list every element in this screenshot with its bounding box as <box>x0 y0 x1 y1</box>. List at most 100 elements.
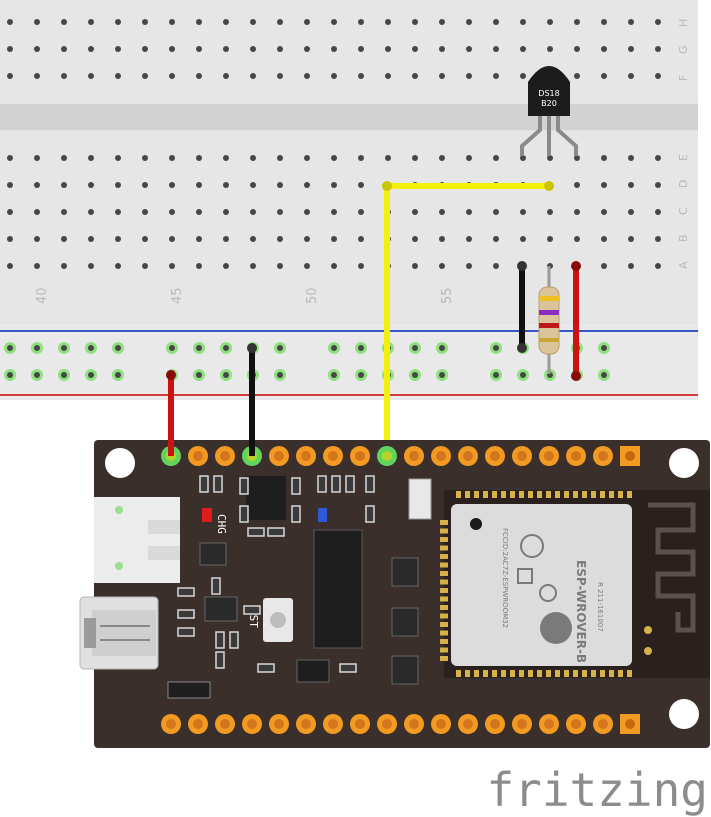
breadboard-hole[interactable] <box>142 263 148 269</box>
breadboard-hole[interactable] <box>61 46 67 52</box>
breadboard-hole[interactable] <box>601 19 607 25</box>
breadboard-hole[interactable] <box>34 155 40 161</box>
rail-hole[interactable] <box>358 372 364 378</box>
breadboard-hole[interactable] <box>412 46 418 52</box>
breadboard-hole[interactable] <box>331 263 337 269</box>
breadboard-hole[interactable] <box>358 209 364 215</box>
breadboard-hole[interactable] <box>385 19 391 25</box>
breadboard-hole[interactable] <box>142 73 148 79</box>
breadboard-hole[interactable] <box>115 155 121 161</box>
rail-hole[interactable] <box>277 345 283 351</box>
breadboard-hole[interactable] <box>196 182 202 188</box>
breadboard-hole[interactable] <box>439 236 445 242</box>
rail-hole[interactable] <box>115 372 121 378</box>
rail-hole[interactable] <box>61 372 67 378</box>
breadboard-hole[interactable] <box>223 209 229 215</box>
breadboard-hole[interactable] <box>547 19 553 25</box>
breadboard-hole[interactable] <box>439 209 445 215</box>
breadboard-hole[interactable] <box>412 155 418 161</box>
breadboard-hole[interactable] <box>34 73 40 79</box>
esp32-board[interactable]: CHG RST ESP-WROVER-B FCCID:2AC7Z-ESPWROO… <box>79 440 710 748</box>
breadboard-hole[interactable] <box>115 182 121 188</box>
breadboard-hole[interactable] <box>223 182 229 188</box>
breadboard-hole[interactable] <box>169 73 175 79</box>
breadboard-hole[interactable] <box>601 182 607 188</box>
breadboard-hole[interactable] <box>304 182 310 188</box>
breadboard-hole[interactable] <box>412 236 418 242</box>
rail-hole[interactable] <box>331 345 337 351</box>
breadboard-hole[interactable] <box>250 19 256 25</box>
breadboard-hole[interactable] <box>7 236 13 242</box>
breadboard-hole[interactable] <box>142 182 148 188</box>
breadboard-hole[interactable] <box>169 46 175 52</box>
breadboard-hole[interactable] <box>277 19 283 25</box>
breadboard-hole[interactable] <box>61 182 67 188</box>
breadboard-hole[interactable] <box>7 73 13 79</box>
breadboard-hole[interactable] <box>439 155 445 161</box>
breadboard-hole[interactable] <box>61 236 67 242</box>
breadboard-hole[interactable] <box>88 46 94 52</box>
breadboard-hole[interactable] <box>250 46 256 52</box>
breadboard-hole[interactable] <box>142 155 148 161</box>
breadboard-hole[interactable] <box>331 155 337 161</box>
breadboard-hole[interactable] <box>142 209 148 215</box>
breadboard-hole[interactable] <box>655 209 661 215</box>
breadboard-hole[interactable] <box>61 263 67 269</box>
breadboard-hole[interactable] <box>493 155 499 161</box>
rail-hole[interactable] <box>358 345 364 351</box>
breadboard-hole[interactable] <box>115 19 121 25</box>
breadboard-hole[interactable] <box>412 263 418 269</box>
rail-hole[interactable] <box>61 345 67 351</box>
breadboard-hole[interactable] <box>628 73 634 79</box>
breadboard-hole[interactable] <box>142 236 148 242</box>
breadboard-hole[interactable] <box>250 182 256 188</box>
breadboard-hole[interactable] <box>520 209 526 215</box>
breadboard-hole[interactable] <box>250 73 256 79</box>
breadboard-hole[interactable] <box>493 19 499 25</box>
breadboard-hole[interactable] <box>331 209 337 215</box>
breadboard-hole[interactable] <box>88 19 94 25</box>
breadboard-hole[interactable] <box>34 263 40 269</box>
breadboard-hole[interactable] <box>277 236 283 242</box>
rail-hole[interactable] <box>34 372 40 378</box>
breadboard-hole[interactable] <box>169 209 175 215</box>
breadboard-hole[interactable] <box>88 209 94 215</box>
breadboard-hole[interactable] <box>493 73 499 79</box>
breadboard-hole[interactable] <box>61 155 67 161</box>
rail-hole[interactable] <box>196 372 202 378</box>
rail-hole[interactable] <box>7 345 13 351</box>
rail-hole[interactable] <box>412 372 418 378</box>
breadboard-hole[interactable] <box>439 73 445 79</box>
breadboard-hole[interactable] <box>601 46 607 52</box>
rail-hole[interactable] <box>520 372 526 378</box>
breadboard-hole[interactable] <box>61 19 67 25</box>
breadboard-hole[interactable] <box>655 19 661 25</box>
breadboard-hole[interactable] <box>547 209 553 215</box>
breadboard-hole[interactable] <box>574 182 580 188</box>
breadboard-hole[interactable] <box>88 182 94 188</box>
rail-hole[interactable] <box>196 345 202 351</box>
breadboard-hole[interactable] <box>574 73 580 79</box>
rail-hole[interactable] <box>439 345 445 351</box>
breadboard-hole[interactable] <box>115 236 121 242</box>
breadboard-hole[interactable] <box>331 182 337 188</box>
breadboard-hole[interactable] <box>358 263 364 269</box>
breadboard-hole[interactable] <box>196 236 202 242</box>
breadboard-hole[interactable] <box>601 73 607 79</box>
rail-hole[interactable] <box>34 345 40 351</box>
resistor[interactable] <box>538 266 560 374</box>
breadboard-hole[interactable] <box>7 263 13 269</box>
breadboard-hole[interactable] <box>628 19 634 25</box>
breadboard-hole[interactable] <box>277 182 283 188</box>
breadboard-hole[interactable] <box>142 19 148 25</box>
breadboard-hole[interactable] <box>88 263 94 269</box>
breadboard-hole[interactable] <box>7 19 13 25</box>
rail-hole[interactable] <box>601 372 607 378</box>
breadboard-hole[interactable] <box>655 155 661 161</box>
breadboard-hole[interactable] <box>412 209 418 215</box>
rail-hole[interactable] <box>331 372 337 378</box>
breadboard-hole[interactable] <box>628 209 634 215</box>
breadboard-hole[interactable] <box>439 263 445 269</box>
breadboard-hole[interactable] <box>466 46 472 52</box>
breadboard-hole[interactable] <box>304 19 310 25</box>
